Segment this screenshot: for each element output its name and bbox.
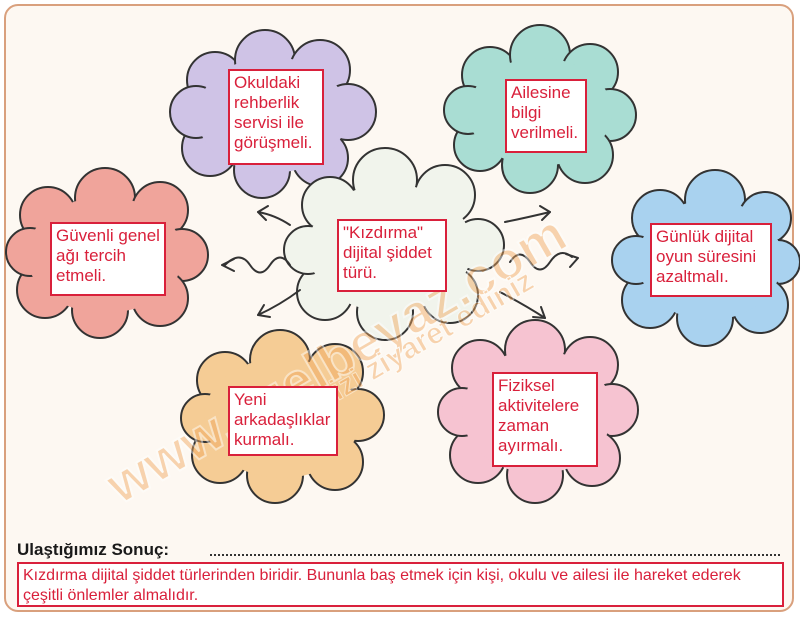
arrow-to-bottom-right <box>499 291 546 319</box>
tip-box-bottom-right: Fiziksel aktivitelere zaman ayırmalı. <box>492 372 598 467</box>
conclusion-answer-line <box>210 554 780 556</box>
tip-box-left: Güvenli genel ağı tercih etmeli. <box>50 222 166 296</box>
arrow-to-top-right <box>504 211 551 223</box>
arrowhead-bottom-left <box>257 304 271 318</box>
arrow-to-top-left <box>257 211 291 226</box>
conclusion-text: Kızdırma dijital şiddet türlerinden biri… <box>17 562 784 607</box>
arrowhead-top-right <box>539 205 551 221</box>
arrow-to-bottom-left <box>257 289 301 316</box>
arrow-to-right <box>509 252 573 271</box>
center-topic-box: "Kızdırma" dijital şiddet türü. <box>337 219 447 292</box>
tip-box-bottom-left: Yeni arkadaşlıklar kurmalı. <box>228 386 338 456</box>
arrows <box>221 205 579 319</box>
tip-box-top-left: Okuldaki rehberlik servisi ile görüşmeli… <box>228 69 324 165</box>
arrowhead-right <box>565 253 579 268</box>
arrowhead-left <box>221 258 235 272</box>
tip-box-top-right: Ailesine bilgi verilmeli. <box>505 79 587 153</box>
conclusion-label: Ulaştığımız Sonuç: <box>17 540 170 559</box>
arrowhead-top-left <box>257 205 269 221</box>
tip-box-right: Günlük dijital oyun süresini azaltmalı. <box>650 223 772 297</box>
arrowhead-bottom-right <box>532 306 546 319</box>
arrow-to-left <box>224 256 291 274</box>
